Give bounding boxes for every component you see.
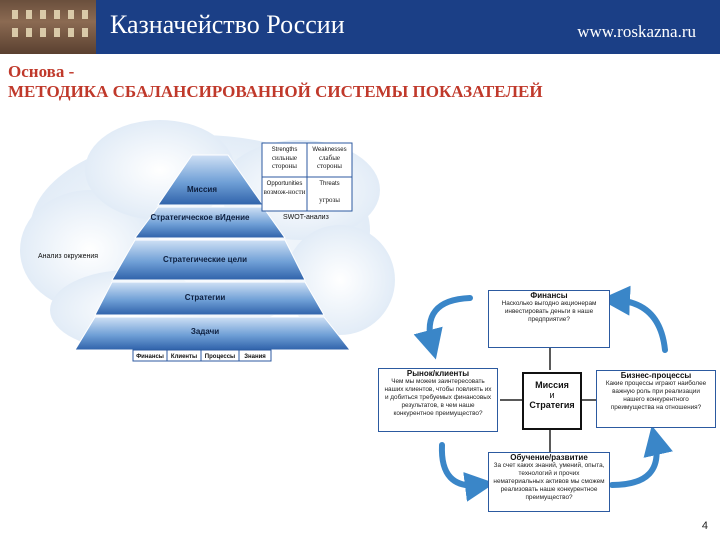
- pyramid-level-goals: [111, 239, 306, 281]
- learning-text: За счет каких знаний, умений, опыта, тех…: [493, 462, 605, 501]
- bsc-learning-box: Обучение/развитие За счет каких знаний, …: [488, 452, 610, 512]
- level-label-mission: Миссия: [187, 185, 217, 194]
- market-title: Рынок/клиенты: [406, 369, 470, 378]
- center-line-2: и: [549, 390, 555, 400]
- base-label-knowledge: Знания: [244, 354, 266, 360]
- pyramid-level-tasks: [74, 316, 352, 351]
- bsc-finance-box: Финансы Насколько выгодно акционерам инв…: [488, 290, 610, 348]
- site-url[interactable]: www.roskazna.ru: [577, 22, 696, 41]
- base-label-processes: Процессы: [205, 354, 235, 360]
- swot-threats: Threats угрозы: [319, 181, 340, 204]
- center-line-3: Стратегия: [529, 400, 575, 410]
- process-title: Бизнес-процессы: [620, 371, 692, 380]
- pyramid-level-vision: [134, 206, 286, 239]
- brand-title: Казначейство России: [110, 10, 345, 39]
- process-text: Какие процессы играют наиболее важную ро…: [605, 380, 707, 411]
- swot-opportunities: Opportunities возмож-ности: [263, 181, 306, 196]
- base-label-clients: Клиенты: [171, 354, 197, 360]
- center-line-1: Миссия: [535, 380, 569, 390]
- level-label-goals: Стратегические цели: [163, 255, 247, 264]
- building-logo: [0, 0, 96, 54]
- header-bar: Казначейство России www.roskazna.ru: [0, 0, 720, 54]
- swot-analysis-label: SWOT-анализ: [283, 214, 329, 221]
- bsc-center-box: Миссия и Стратегия: [522, 372, 582, 430]
- cycle-arrows: [413, 285, 673, 502]
- environment-label: Анализ окружения: [38, 253, 98, 260]
- slide-title: Основа - МЕТОДИКА СБАЛАНСИРОВАННОЙ СИСТЕ…: [8, 62, 543, 102]
- market-text: Чем мы можем заинтересовать наших клиент…: [384, 378, 492, 417]
- pyramid-level-strategies: [94, 281, 325, 316]
- title-line-2: МЕТОДИКА СБАЛАНСИРОВАННОЙ СИСТЕМЫ ПОКАЗА…: [8, 82, 543, 101]
- bsc-market-box: Рынок/клиенты Чем мы можем заинтересоват…: [378, 368, 498, 432]
- level-label-tasks: Задачи: [191, 327, 219, 336]
- base-label-finance: Финансы: [136, 354, 164, 360]
- learning-title: Обучение/развитие: [510, 453, 588, 462]
- bsc-process-box: Бизнес-процессы Какие процессы играют на…: [596, 370, 716, 428]
- title-line-1: Основа -: [8, 62, 75, 81]
- level-label-vision: Стратегическое вИдение: [151, 213, 250, 222]
- level-label-strategies: Стратегии: [185, 293, 226, 302]
- swot-strengths: Strengths сильные стороны: [271, 147, 298, 170]
- page-number: 4: [701, 520, 708, 532]
- finance-title: Финансы: [530, 291, 568, 300]
- finance-text: Насколько выгодно акционерам инвестирова…: [501, 300, 597, 323]
- swot-weaknesses: Weaknesses слабые стороны: [312, 147, 347, 170]
